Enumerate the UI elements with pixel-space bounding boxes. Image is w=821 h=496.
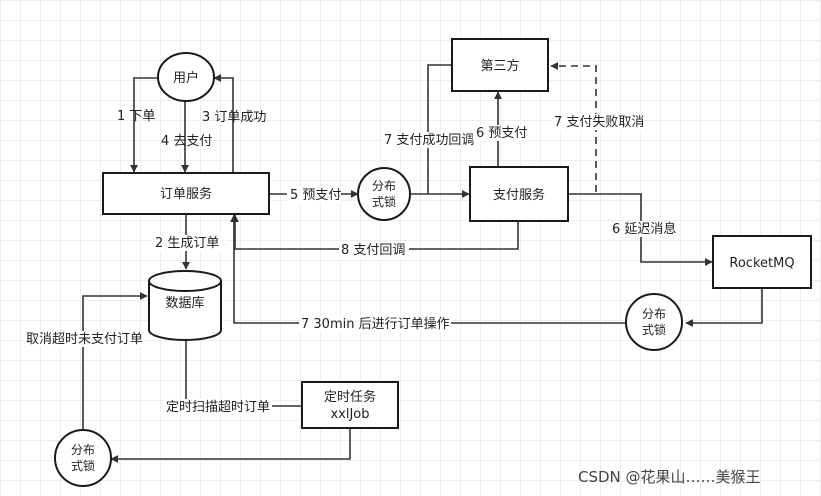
database-top <box>148 270 222 292</box>
third-party-label: 第三方 <box>480 58 519 74</box>
third-party-box <box>451 38 549 92</box>
node-lock-bottom[interactable]: 分布 式锁 <box>54 429 112 487</box>
edge-after-30min <box>230 214 625 324</box>
edge-mq-to-lock <box>685 288 763 327</box>
node-database[interactable]: 数据库 <box>148 270 222 341</box>
label-pay-fail-cancel: 7 支付失败取消 <box>554 115 644 130</box>
lock-bottom-line1: 分布 <box>71 443 95 457</box>
order-service-label: 订单服务 <box>160 186 212 202</box>
label-scan-timeout: 定时扫描超时订单 <box>166 400 270 415</box>
node-user[interactable]: 用户 <box>157 52 215 102</box>
lock-top-circle <box>357 167 411 221</box>
node-scheduler[interactable]: 定时任务 xxlJob <box>301 381 399 429</box>
user-label: 用户 <box>173 70 199 86</box>
label-pay-callback: 8 支付回调 <box>341 243 405 258</box>
lock-top-line2: 式锁 <box>372 194 396 209</box>
node-order-service[interactable]: 订单服务 <box>102 172 270 215</box>
label-bg-prepay-6 <box>473 125 527 141</box>
payment-service-box <box>469 166 569 222</box>
label-place-order: 1 下单 <box>117 109 155 124</box>
label-bg-30min <box>299 316 451 332</box>
label-bg-delay-msg <box>610 221 676 237</box>
watermark: CSDN @花果山……美猴王 <box>578 468 761 486</box>
rocketmq-label: RocketMQ <box>729 256 794 271</box>
lock-right-line2: 式锁 <box>642 322 666 337</box>
label-order-success: 3 订单成功 <box>202 110 266 125</box>
scheduler-box <box>301 381 399 429</box>
label-prepay-6: 6 预支付 <box>476 126 527 141</box>
lock-right-circle <box>625 293 683 351</box>
edge-labels: 1 下单 4 去支付 3 订单成功 2 生成订单 5 预支付 7 支付成功回调 … <box>24 109 676 415</box>
label-bg-pay-success <box>382 132 474 148</box>
label-bg-create-order <box>152 235 226 251</box>
label-pay-success-callback: 7 支付成功回调 <box>384 133 474 148</box>
node-payment-service[interactable]: 支付服务 <box>469 166 569 222</box>
node-lock-right[interactable]: 分布 式锁 <box>625 293 683 351</box>
order-service-box <box>102 172 270 215</box>
rocketmq-box <box>712 235 812 289</box>
scheduler-line2: xxlJob <box>330 407 369 422</box>
lock-right-line1: 分布 <box>642 307 666 321</box>
node-rocketmq[interactable]: RocketMQ <box>712 235 812 289</box>
database-label: 数据库 <box>165 295 204 311</box>
label-bg-pay-callback <box>339 242 409 258</box>
label-after-30min: 7 30min 后进行订单操作 <box>301 316 450 332</box>
edge-place-order <box>130 77 158 173</box>
scheduler-line1: 定时任务 <box>324 389 376 405</box>
database-body <box>148 281 222 341</box>
edge-scheduler-to-lock <box>110 429 351 463</box>
edge-pay-success-callback <box>427 64 452 194</box>
user-ellipse <box>157 52 215 102</box>
edges <box>82 62 763 463</box>
node-third-party[interactable]: 第三方 <box>451 38 549 92</box>
label-bg-pay-fail <box>552 114 644 130</box>
label-go-pay: 4 去支付 <box>161 134 212 149</box>
lock-bottom-line2: 式锁 <box>71 458 95 473</box>
edge-order-success <box>213 74 234 173</box>
lock-bottom-circle <box>54 429 112 487</box>
label-bg-cancel-timeout <box>24 331 144 347</box>
payment-service-label: 支付服务 <box>493 187 545 203</box>
label-delay-msg: 6 延迟消息 <box>612 221 676 237</box>
label-cancel-timeout: 取消超时未支付订单 <box>26 332 143 347</box>
label-bg-scan-timeout <box>164 399 272 415</box>
lock-top-line1: 分布 <box>372 179 396 193</box>
edge-cancel-timeout <box>82 292 148 432</box>
label-bg-prepay-5 <box>287 187 341 203</box>
edge-pay-fail-cancel <box>550 62 597 192</box>
node-lock-top[interactable]: 分布 式锁 <box>357 167 411 221</box>
label-prepay-5: 5 预支付 <box>290 188 341 203</box>
label-create-order: 2 生成订单 <box>155 236 219 251</box>
